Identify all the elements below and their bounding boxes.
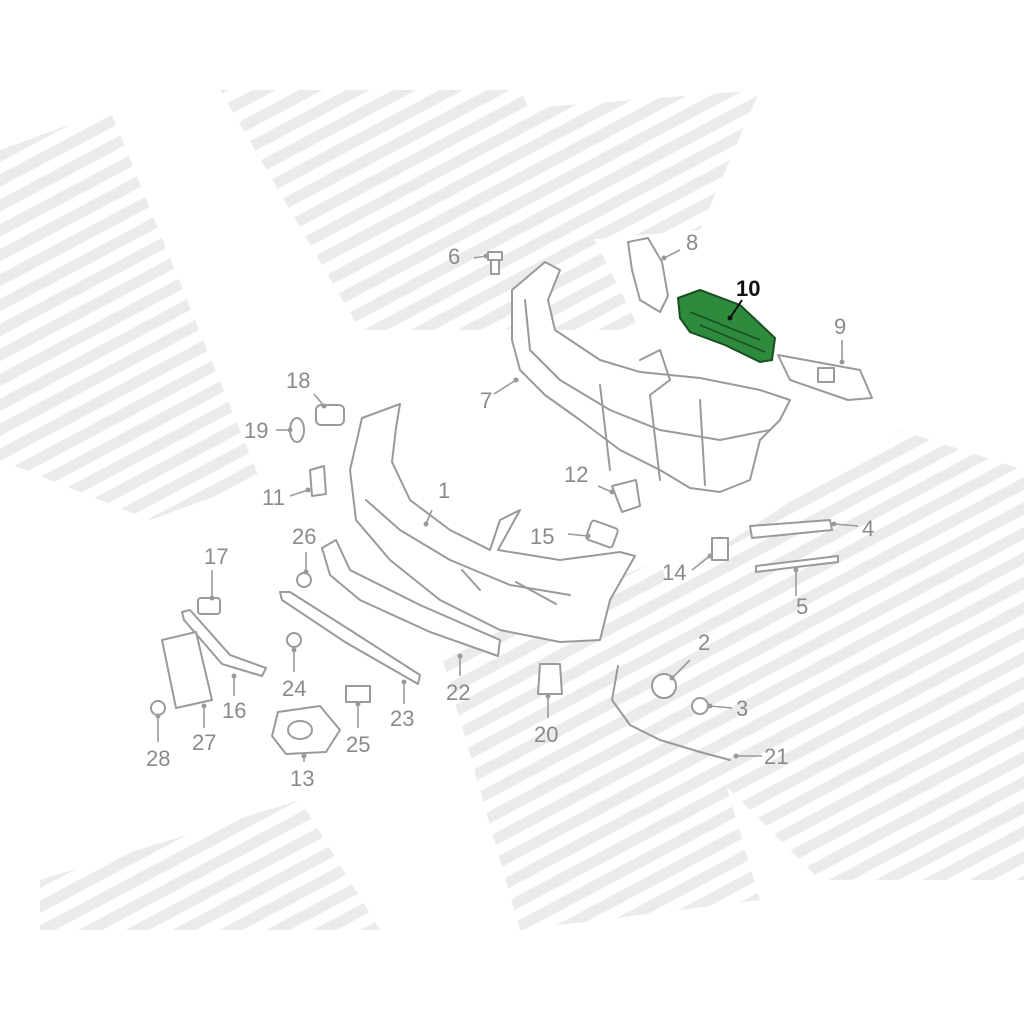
leader-line-18 <box>313 393 325 407</box>
part-6-bolt <box>487 251 503 275</box>
callout-15: 15 <box>530 524 554 549</box>
part-3-bolt <box>691 697 709 715</box>
part-1-bumper-cover <box>349 403 636 643</box>
part-14-bracket <box>711 537 729 561</box>
callout-11: 11 <box>262 485 285 510</box>
callout-24: 24 <box>282 676 306 701</box>
leader-arrow-20 <box>545 693 551 699</box>
callout-4: 4 <box>862 516 874 541</box>
part-24-push-clip <box>286 632 302 648</box>
part-22-lower-spoiler <box>321 539 501 657</box>
leader-line-1 <box>425 509 433 525</box>
callout-1: 1 <box>438 478 450 503</box>
leader-arrow-18 <box>321 403 327 409</box>
callout-27: 27 <box>192 730 216 755</box>
callout-10: 10 <box>736 276 760 301</box>
leader-arrow-26 <box>303 569 309 575</box>
leader-arrow-3 <box>707 703 713 709</box>
leader-arrow-10 <box>727 315 733 321</box>
callout-20: 20 <box>534 722 558 747</box>
part-2-parking-sensor <box>651 673 677 699</box>
part-9-end-bracket <box>777 354 873 401</box>
leader-arrow-9 <box>839 359 845 365</box>
leader-line-8 <box>663 249 681 259</box>
part-10-energy-absorber <box>676 288 777 364</box>
callout-8: 8 <box>686 230 698 255</box>
part-17-fastener <box>197 597 221 615</box>
watermark-logo <box>0 90 1024 930</box>
leader-arrow-28 <box>155 713 161 719</box>
callout-28: 28 <box>146 746 170 771</box>
callout-25: 25 <box>346 732 370 757</box>
callout-16: 16 <box>222 698 246 723</box>
callout-17: 17 <box>204 544 228 569</box>
leader-line-3 <box>709 705 733 709</box>
leader-arrow-7 <box>513 377 519 383</box>
leader-arrow-24 <box>291 647 297 653</box>
part-28-screw <box>150 700 166 716</box>
part-20-cover-cap <box>537 663 563 695</box>
part-18-sensor-holder <box>315 404 345 426</box>
callout-3: 3 <box>736 696 748 721</box>
leader-arrow-21 <box>733 753 739 759</box>
callout-14: 14 <box>662 560 686 585</box>
leader-line-7 <box>493 379 517 395</box>
callout-19: 19 <box>244 418 268 443</box>
leader-arrow-25 <box>355 701 361 707</box>
leader-arrow-8 <box>661 255 667 261</box>
part-8-side-bracket <box>627 237 669 313</box>
callout-labels: 1234567891011121314151617181920212223242… <box>146 230 874 791</box>
leader-line-15 <box>567 533 589 537</box>
leader-line-10 <box>729 299 743 319</box>
part-27-license-bracket <box>161 631 213 709</box>
leader-arrow-14 <box>707 553 713 559</box>
callout-7: 7 <box>480 388 492 413</box>
leader-line-4 <box>833 523 859 527</box>
leader-arrow-19 <box>287 427 293 433</box>
callout-6: 6 <box>448 244 460 269</box>
leader-arrow-13 <box>301 753 307 759</box>
part-15-spring-clip <box>585 519 619 549</box>
callout-23: 23 <box>390 706 414 731</box>
part-7-carrier-frame <box>511 261 791 493</box>
leader-arrow-1 <box>423 521 429 527</box>
leader-arrow-23 <box>401 679 407 685</box>
leader-arrow-6 <box>483 253 489 259</box>
part-23-lower-molding <box>279 591 421 685</box>
callout-22: 22 <box>446 680 470 705</box>
leader-line-12 <box>597 485 613 493</box>
callout-9: 9 <box>834 314 846 339</box>
part-12-retainer <box>611 479 641 513</box>
callout-13: 13 <box>290 766 314 791</box>
part-4-guide-bracket <box>749 519 833 539</box>
callout-18: 18 <box>286 368 310 393</box>
part-11-side-clip <box>309 465 327 497</box>
part-5-trim-strip <box>755 555 839 573</box>
leader-arrow-4 <box>831 521 837 527</box>
part-13-fog-bezel <box>271 705 341 755</box>
callout-26: 26 <box>292 524 316 549</box>
leader-arrow-5 <box>793 567 799 573</box>
leader-arrow-2 <box>669 675 675 681</box>
part-26-screw <box>296 572 312 588</box>
callout-2: 2 <box>698 630 710 655</box>
part-25-clip <box>345 685 371 703</box>
leader-arrow-17 <box>209 595 215 601</box>
part-21-wiring-harness <box>611 665 731 761</box>
leader-arrow-11 <box>305 487 311 493</box>
leader-arrow-15 <box>585 533 591 539</box>
part-16-lower-trim <box>181 609 267 677</box>
leader-arrow-27 <box>201 703 207 709</box>
leader-arrow-16 <box>231 673 237 679</box>
callout-12: 12 <box>564 462 588 487</box>
leader-line-14 <box>691 555 711 571</box>
callout-21: 21 <box>764 744 788 769</box>
leader-arrow-12 <box>609 489 615 495</box>
leader-arrow-22 <box>457 653 463 659</box>
leader-line-11 <box>289 489 309 497</box>
leader-line-2 <box>671 659 691 679</box>
callout-5: 5 <box>796 594 808 619</box>
